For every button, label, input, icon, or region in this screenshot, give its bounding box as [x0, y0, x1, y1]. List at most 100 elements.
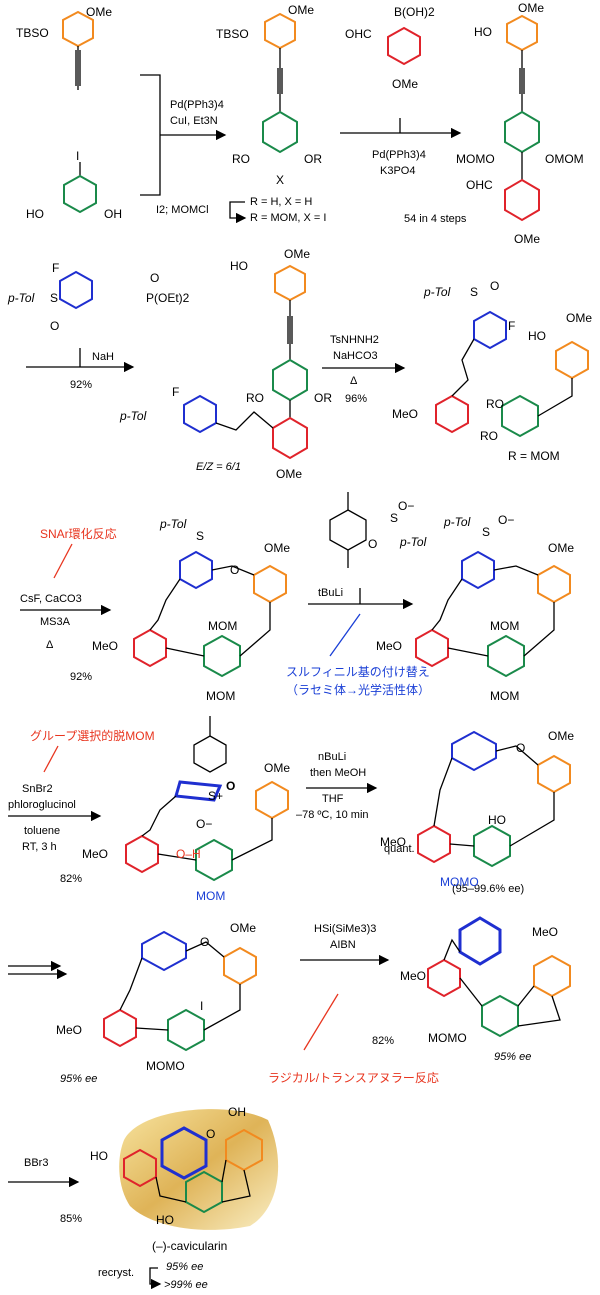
p4-ho: HO: [528, 329, 546, 343]
p4-ro1: RO: [486, 397, 504, 411]
sm2-ho: HO: [26, 207, 44, 221]
sm1-ome: OMe: [86, 5, 112, 19]
step5-cond-3: Δ: [46, 639, 54, 651]
p6-mom2: MOM: [490, 689, 519, 703]
p2-ho: HO: [474, 25, 492, 39]
step2-product: HO OMe MOMO OMOM OHC OMe: [456, 1, 584, 246]
p7-meo: MeO: [82, 847, 108, 861]
sm2-ring: [63, 174, 97, 214]
p4-ro2: RO: [480, 429, 498, 443]
recryst-ee2: >99% ee: [164, 1279, 208, 1291]
p2-omom: OMOM: [545, 152, 584, 166]
step1-cond-1: Pd(PPh3)4: [170, 99, 224, 111]
p1-x: X: [276, 173, 284, 187]
p5-o: O: [230, 563, 239, 577]
p6-mom1: MOM: [490, 619, 519, 633]
step8-cond-3: THF: [322, 793, 344, 805]
step8-ee: (95–99.6% ee): [452, 883, 524, 895]
step5-product: p-Tol S O OMe MeO MOM MOM: [92, 517, 290, 703]
step2-yield: 54 in 4 steps: [404, 213, 467, 225]
p9-i: I: [200, 999, 203, 1013]
step10-product: MeO MeO MOMO: [400, 916, 571, 1045]
p1-ro: RO: [232, 152, 250, 166]
p7-ome: OMe: [264, 761, 290, 775]
step8-cond-2: then MeOH: [310, 767, 366, 779]
p3-ptol: p-Tol: [119, 409, 147, 423]
recryst-arrow: [149, 1267, 162, 1290]
p8-ho: HO: [488, 813, 506, 827]
step11-cond: BBr3: [24, 1157, 48, 1169]
p10-momo: MOMO: [428, 1031, 467, 1045]
p3-or: OR: [314, 391, 332, 405]
step7-note: グループ選択的脱MOM: [30, 728, 155, 743]
step3-yield: 92%: [70, 379, 92, 391]
step7-intermediate: S+ O O− O–H OMe MeO MOM: [82, 716, 290, 903]
cav-ho1: HO: [90, 1149, 108, 1163]
step8-cond-4: –78 ºC, 10 min: [296, 809, 369, 821]
p4-ptol: p-Tol: [423, 285, 451, 299]
p6-ome: OMe: [548, 541, 574, 555]
step11-yield: 85%: [60, 1213, 82, 1225]
p3-ro: RO: [246, 391, 264, 405]
p7-mom: MOM: [196, 889, 225, 903]
cav-name: (–)-cavicularin: [152, 1239, 227, 1253]
step7-yield: 82%: [60, 873, 82, 885]
step3-product: HO OMe RO OR F p-Tol OMe E/Z = 6/1: [119, 247, 332, 481]
step4-cond-2: NaHCO3: [333, 350, 378, 362]
p2-ome: OMe: [518, 1, 544, 15]
p7-o: O: [226, 779, 235, 793]
step6-note-2: （ラセミ体→光学活性体）: [286, 682, 430, 697]
cav-o: O: [206, 1127, 215, 1141]
step7-cond-3: toluene: [24, 825, 60, 837]
cs-s: S: [390, 511, 398, 525]
ph-ptol: p-Tol: [7, 291, 35, 305]
cav-ho2: HO: [156, 1213, 174, 1227]
p9-momo: MOMO: [146, 1059, 185, 1073]
step10-cond-1: HSi(SiMe3)3: [314, 923, 376, 935]
ph-f: F: [52, 261, 59, 275]
p4-o: O: [490, 279, 499, 293]
step3-cond: NaH: [92, 351, 114, 363]
p3-ome: OMe: [284, 247, 310, 261]
p5-ome: OMe: [264, 541, 290, 555]
p6-ominus: O−: [498, 513, 514, 527]
ba-ohc: OHC: [345, 27, 372, 41]
p5-mom2: MOM: [206, 689, 235, 703]
step7-cond-1: SnBr2: [22, 783, 53, 795]
p4-rdef: R = MOM: [508, 449, 560, 463]
p2-ome2: OMe: [514, 232, 540, 246]
step8-product: HO O OMe MeO MOMO: [380, 729, 574, 889]
step1-cond-2: CuI, Et3N: [170, 115, 218, 127]
step10-cond-2: AIBN: [330, 939, 356, 951]
step5-cond-2: MS3A: [40, 616, 71, 628]
p3-ome2: OMe: [276, 467, 302, 481]
p5-s: S: [196, 529, 204, 543]
step4-yield: 96%: [345, 393, 367, 405]
p9-o: O: [200, 935, 209, 949]
sm1-tbso: TBSO: [16, 26, 49, 40]
step5-note: SNAr環化反応: [40, 527, 117, 541]
p8-o: O: [516, 741, 525, 755]
p10-meo2: MeO: [400, 969, 426, 983]
p8-meo: MeO: [380, 835, 406, 849]
step10-ee: 95% ee: [494, 1051, 531, 1063]
iod-r1: R = H, X = H: [250, 196, 312, 208]
iod-r2: R = MOM, X = I: [250, 212, 326, 224]
chiral-sulfinate: S O p-Tol O−: [329, 492, 427, 568]
step2-cond-2: K3PO4: [380, 165, 415, 177]
step8-cond-1: nBuLi: [318, 751, 346, 763]
p8-momo: MOMO: [440, 875, 479, 889]
cs-ominus: O−: [398, 499, 414, 513]
p7-s: S+: [208, 789, 223, 803]
step2-cond-1: Pd(PPh3)4: [372, 149, 426, 161]
step1-bracket: [140, 74, 161, 196]
p7-oh: O–H: [176, 847, 201, 861]
step6-product: p-Tol S O− OMe MeO MOM MOM: [376, 513, 574, 703]
ph-o: O: [50, 319, 59, 333]
step6-reagent: tBuLi: [318, 587, 343, 599]
iod-arrow: [229, 201, 247, 224]
p1-tbso: TBSO: [216, 27, 249, 41]
step5-yield: 92%: [70, 671, 92, 683]
p4-f: F: [508, 319, 515, 333]
